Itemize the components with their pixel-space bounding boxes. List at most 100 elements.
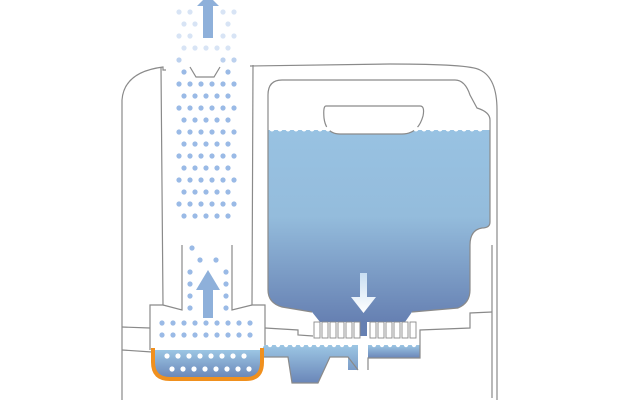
water-bubble [169, 366, 175, 372]
base-outline [263, 311, 493, 384]
valve-tooth [401, 321, 409, 339]
mist-dot [220, 201, 226, 207]
valve-tooth [353, 321, 361, 339]
water-bubble [235, 366, 241, 372]
mist-dot [220, 153, 226, 159]
wave [395, 342, 401, 348]
mist-dot [181, 93, 187, 99]
mist-dot [231, 177, 237, 183]
wave [357, 126, 363, 132]
inner-duct [162, 245, 253, 311]
wave [411, 342, 417, 348]
mist-dot [192, 189, 198, 195]
mist-dot [247, 320, 253, 326]
valve-tooth [409, 321, 417, 339]
wave [227, 342, 233, 348]
mist-dot [225, 69, 231, 75]
wave [293, 126, 299, 132]
wave [277, 126, 283, 132]
wave [283, 342, 289, 348]
wave [413, 126, 419, 132]
mist-dot [220, 105, 226, 111]
mist-dot [176, 105, 182, 111]
valve-teeth [313, 321, 417, 339]
mist-dot [231, 129, 237, 135]
mist-dot [187, 269, 193, 275]
wave [163, 342, 169, 348]
wave [259, 342, 265, 348]
wave [333, 126, 339, 132]
wave [365, 126, 371, 132]
mist-dot [198, 105, 204, 111]
housing-outline [121, 63, 498, 400]
mist-dot [231, 105, 237, 111]
mist-dot [220, 177, 226, 183]
mist-dot [209, 129, 215, 135]
wave [379, 342, 385, 348]
mist-dot [192, 93, 198, 99]
mist-dot [187, 177, 193, 183]
mist-dot [181, 213, 187, 219]
wave [211, 342, 217, 348]
wave [381, 126, 387, 132]
wave [421, 126, 427, 132]
mist-dot [220, 129, 226, 135]
mist-dot [236, 320, 242, 326]
wave [267, 342, 273, 348]
mist-dot [192, 213, 198, 219]
mist-dot [209, 105, 215, 111]
wave [373, 126, 379, 132]
mist-dot [225, 93, 231, 99]
mist-dot [223, 293, 229, 299]
mist-dot [198, 201, 204, 207]
mist-dot [203, 189, 209, 195]
valve-channel [357, 322, 367, 336]
mist-dot [187, 153, 193, 159]
water-bubble [230, 353, 236, 359]
mist-dot [213, 257, 219, 263]
wave [309, 126, 315, 132]
water-bubble [186, 353, 192, 359]
wave [347, 342, 353, 348]
mist-dot [159, 320, 165, 326]
wave [397, 126, 403, 132]
valve-tooth [329, 321, 337, 339]
mist-dot [181, 165, 187, 171]
mist-dot [192, 45, 198, 51]
mist-dot [192, 165, 198, 171]
water-bubble [197, 353, 203, 359]
wave [477, 126, 483, 132]
wave [469, 126, 475, 132]
wave [187, 342, 193, 348]
mist-dots [159, 9, 253, 372]
mist-up-arrow-icon [197, 0, 219, 38]
mist-dot [214, 45, 220, 51]
wave [371, 342, 377, 348]
mist-dot [187, 201, 193, 207]
mist-dot [236, 332, 242, 338]
mist-dot [214, 213, 220, 219]
mist-dot [223, 269, 229, 275]
valve-tooth [385, 321, 393, 339]
mist-dot [203, 93, 209, 99]
wave [445, 126, 451, 132]
mist-dot [176, 177, 182, 183]
mist-dot [198, 153, 204, 159]
mist-dot [192, 117, 198, 123]
mist-dot [225, 189, 231, 195]
mist-dot [209, 81, 215, 87]
mist-dot [176, 81, 182, 87]
wave [291, 342, 297, 348]
valve-tooth [321, 321, 329, 339]
wave [453, 126, 459, 132]
water-bubble [224, 366, 230, 372]
mist-dot [225, 165, 231, 171]
mist-dot [225, 320, 231, 326]
water-bubble [246, 366, 252, 372]
mist-dot [214, 189, 220, 195]
wave [219, 342, 225, 348]
wave [341, 126, 347, 132]
mist-dot [203, 332, 209, 338]
mist-dot [225, 45, 231, 51]
